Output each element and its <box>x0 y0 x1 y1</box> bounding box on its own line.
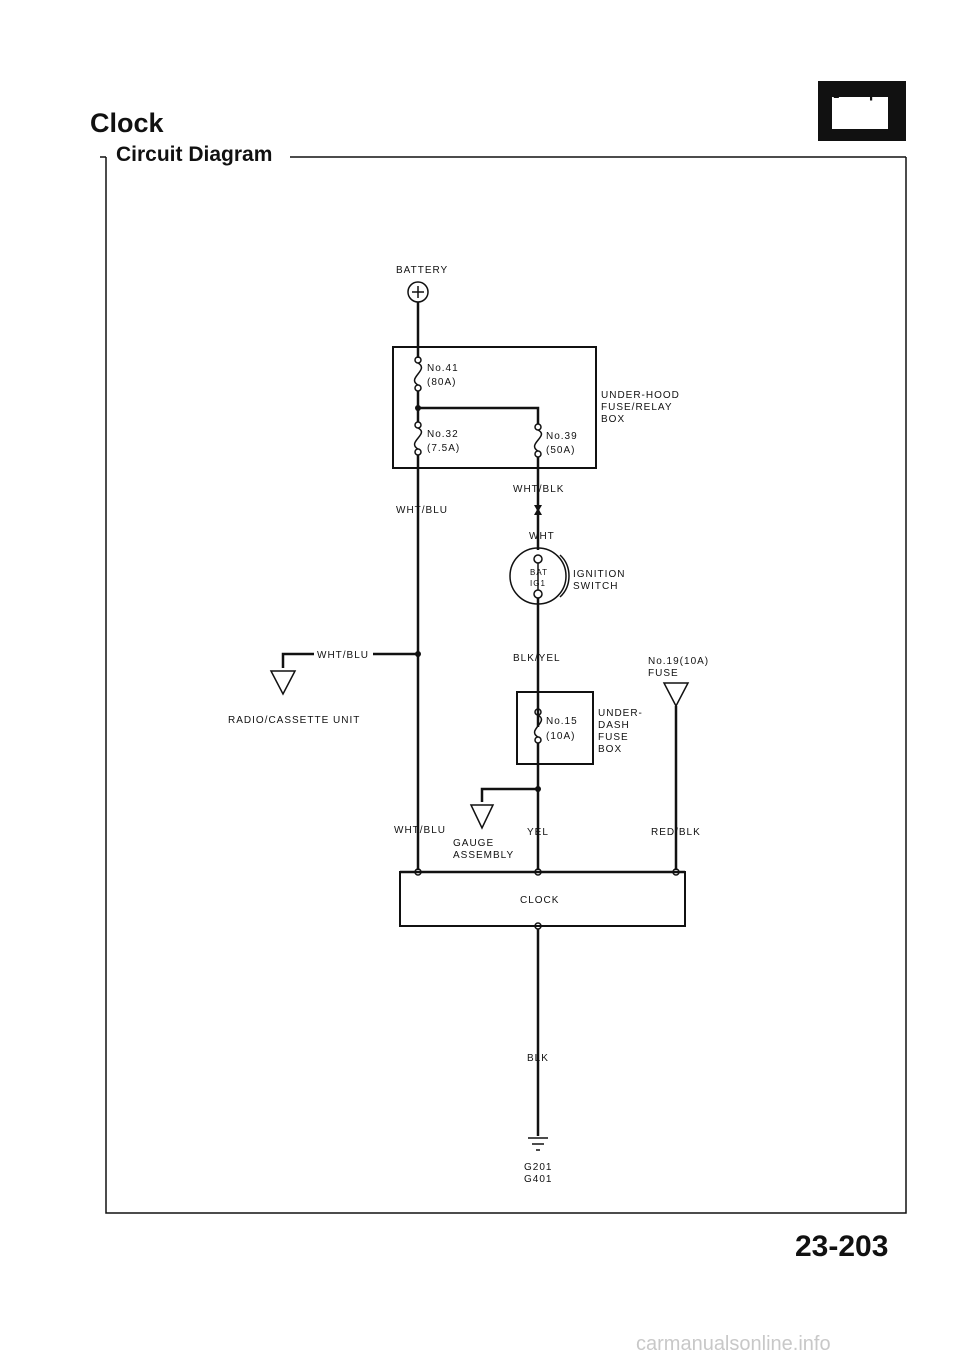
ground-icon <box>528 1137 548 1151</box>
clock-terminal-1 <box>414 868 422 876</box>
gauge-assembly-label-2: ASSEMBLY <box>453 850 514 861</box>
clock-terminal-3 <box>672 868 680 876</box>
fuse-41-number: No.41 <box>427 363 459 374</box>
radio-unit-triangle-icon <box>269 670 297 696</box>
ignition-switch-label-1: IGNITION <box>573 569 625 580</box>
battery-icon-face <box>832 97 888 129</box>
underdash-label-4: BOX <box>598 744 622 755</box>
fuse-32-number: No.32 <box>427 429 459 440</box>
fuse-32-icon <box>413 421 423 456</box>
wire-label-wht-blu-1: WHT/BLU <box>396 505 448 516</box>
section-frame <box>100 156 907 1214</box>
page-number: 23-203 <box>795 1230 889 1263</box>
fuse-15-number: No.15 <box>546 716 578 727</box>
battery-section-icon: - + <box>818 81 906 141</box>
clock-label: CLOCK <box>520 895 559 906</box>
ground-label-g201: G201 <box>524 1162 552 1173</box>
underdash-label-3: FUSE <box>598 732 629 743</box>
gauge-assembly-label-1: GAUGE <box>453 838 494 849</box>
gauge-assembly-triangle-icon <box>469 804 495 830</box>
page-title: Clock <box>90 108 164 138</box>
wire-label-blk-yel: BLK/YEL <box>513 653 561 664</box>
wire-label-yel: YEL <box>527 827 549 838</box>
underdash-fuse-box <box>516 691 594 765</box>
wire-to-fuse39 <box>418 406 540 424</box>
battery-terminals-label: - + <box>833 85 887 107</box>
fuse-39-icon <box>533 423 543 458</box>
underhood-fuse-box <box>392 346 597 469</box>
radio-branch-wire <box>281 652 314 668</box>
wire-label-wht-blu-2: WHT/BLU <box>317 650 369 661</box>
fuse-19-label-2: FUSE <box>648 668 679 679</box>
watermark[interactable]: carmanualsonline.info <box>636 1333 831 1355</box>
fuse-39-rating: (50A) <box>546 445 575 456</box>
underdash-label-2: DASH <box>598 720 630 731</box>
gauge-branch-wire <box>480 787 538 802</box>
radio-unit-label: RADIO/CASSETTE UNIT <box>228 715 360 726</box>
section-title: Circuit Diagram <box>116 143 273 166</box>
wire-label-blk: BLK <box>527 1053 549 1064</box>
ignition-ig1-terminal: IG1 <box>530 579 546 588</box>
underhood-label-1: UNDER-HOOD <box>601 390 680 401</box>
wire-label-red-blk: RED/BLK <box>651 827 701 838</box>
fuse-19-triangle-icon <box>662 682 690 708</box>
fuse-41-rating: (80A) <box>427 377 456 388</box>
fuse-19-label-1: No.19(10A) <box>648 656 709 667</box>
underdash-label-1: UNDER- <box>598 708 643 719</box>
underhood-label-3: BOX <box>601 414 625 425</box>
wire-label-wht-blk: WHT/BLK <box>513 484 564 495</box>
ground-label-g401: G401 <box>524 1174 552 1185</box>
battery-plus-icon <box>407 281 429 303</box>
underhood-label-2: FUSE/RELAY <box>601 402 673 413</box>
ignition-switch-label-2: SWITCH <box>573 581 618 592</box>
fuse-41-icon <box>413 356 423 392</box>
connector-wht <box>534 505 542 515</box>
ignition-bat-terminal: BAT <box>530 568 548 577</box>
fuse-39-number: No.39 <box>546 431 578 442</box>
wire-label-wht: WHT <box>529 531 555 542</box>
fuse-15-rating: (10A) <box>546 731 575 742</box>
clock-terminal-2 <box>534 868 542 876</box>
battery-label: BATTERY <box>396 265 448 276</box>
fuse-32-rating: (7.5A) <box>427 443 460 454</box>
wire-label-wht-blu-3: WHT/BLU <box>394 825 446 836</box>
